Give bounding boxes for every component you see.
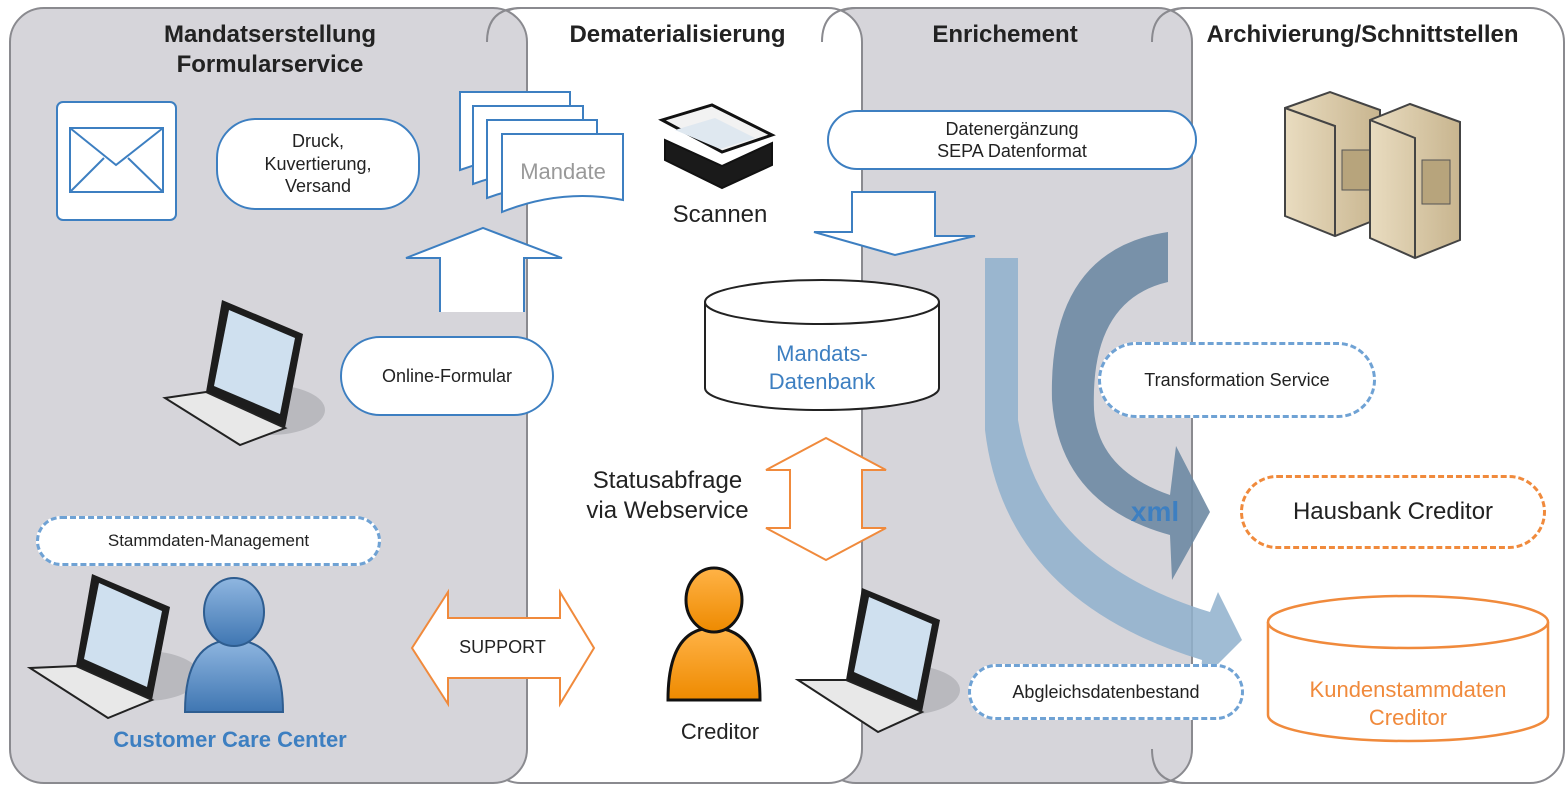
database-icon-mandats: [704, 279, 940, 411]
node-abgleichsdatenbestand: Abgleichsdatenbestand: [968, 664, 1244, 720]
node-druck-line: Druck,: [291, 131, 344, 152]
node-hausbank-creditor: Hausbank Creditor: [1240, 475, 1546, 549]
node-datenergaenzung-line: SEPA Datenformat: [937, 141, 1087, 161]
arrow-icon-down: [813, 191, 976, 257]
column-title-mandatserstellung: Mandatserstellung Formularservice: [100, 20, 440, 80]
node-mandats-datenbank-line: Mandats-: [776, 341, 868, 366]
node-mandats-datenbank: Mandats- Datenbank: [722, 340, 922, 395]
laptop-icon: [794, 588, 960, 734]
node-online-formular: Online-Formular: [340, 336, 554, 416]
laptop-icon: [162, 300, 325, 447]
column-title-line: Formularservice: [176, 51, 364, 78]
node-transformation-label: Transformation Service: [1144, 369, 1330, 390]
column-title-archivierung: Archivierung/Schnittstellen: [1206, 21, 1519, 48]
node-customer-care-center: Customer Care Center: [113, 727, 347, 752]
laptop-icon: [26, 574, 200, 720]
node-statusabfrage-line: via Webservice: [586, 497, 749, 524]
node-scannen: Scannen: [672, 201, 768, 228]
node-creditor: Creditor: [680, 719, 760, 744]
envelope-icon: [56, 101, 177, 221]
node-mandate: Mandate: [520, 159, 606, 184]
node-transformation-service: Transformation Service: [1098, 342, 1376, 418]
column-title-enrichement: Enrichement: [932, 21, 1078, 48]
node-datenergaenzung-line: Datenergänzung: [945, 118, 1079, 139]
node-statusabfrage: Statusabfrage via Webservice: [555, 466, 780, 526]
node-druck: Druck, Kuvertierung, Versand: [216, 118, 420, 210]
flow-arrow-to-kunden: [985, 258, 1242, 682]
node-abgleich-label: Abgleichsdatenbestand: [1012, 681, 1200, 702]
arrow-icon-support: [410, 588, 596, 708]
node-statusabfrage-line: Statusabfrage: [592, 467, 743, 494]
node-support: SUPPORT: [459, 637, 546, 657]
node-stammdaten-label: Stammdaten-Management: [107, 531, 310, 551]
node-online-formular-label: Online-Formular: [381, 365, 513, 386]
node-kundenstammdaten-line: Creditor: [1368, 704, 1448, 730]
person-icon-creditor: [666, 566, 762, 702]
scanner-icon: [658, 103, 776, 190]
node-kundenstammdaten: Kundenstammdaten Creditor: [1268, 676, 1548, 731]
flow-arrow-xml: [1051, 232, 1210, 580]
node-mandats-datenbank-line: Datenbank: [768, 368, 876, 394]
document-stack-icon: [459, 91, 624, 214]
column-title-line: Mandatserstellung: [163, 21, 377, 48]
node-druck-line: Kuvertierung,: [264, 153, 372, 174]
person-icon-customer-care: [183, 577, 285, 713]
node-stammdaten-management: Stammdaten-Management: [36, 516, 381, 566]
node-kundenstammdaten-line: Kundenstammdaten: [1309, 677, 1507, 702]
arrow-icon-up: [405, 226, 563, 312]
arrow-icon-status: [765, 436, 887, 562]
column-title-dematerialisierung: Dematerialisierung: [569, 21, 786, 48]
server-icon: [1284, 90, 1461, 260]
node-xml: xml: [1130, 496, 1180, 527]
database-icon-kunden: [1266, 594, 1550, 743]
node-druck-line: Versand: [284, 176, 352, 197]
node-datenergaenzung: Datenergänzung SEPA Datenformat: [827, 110, 1197, 170]
node-hausbank-label: Hausbank Creditor: [1292, 498, 1494, 525]
